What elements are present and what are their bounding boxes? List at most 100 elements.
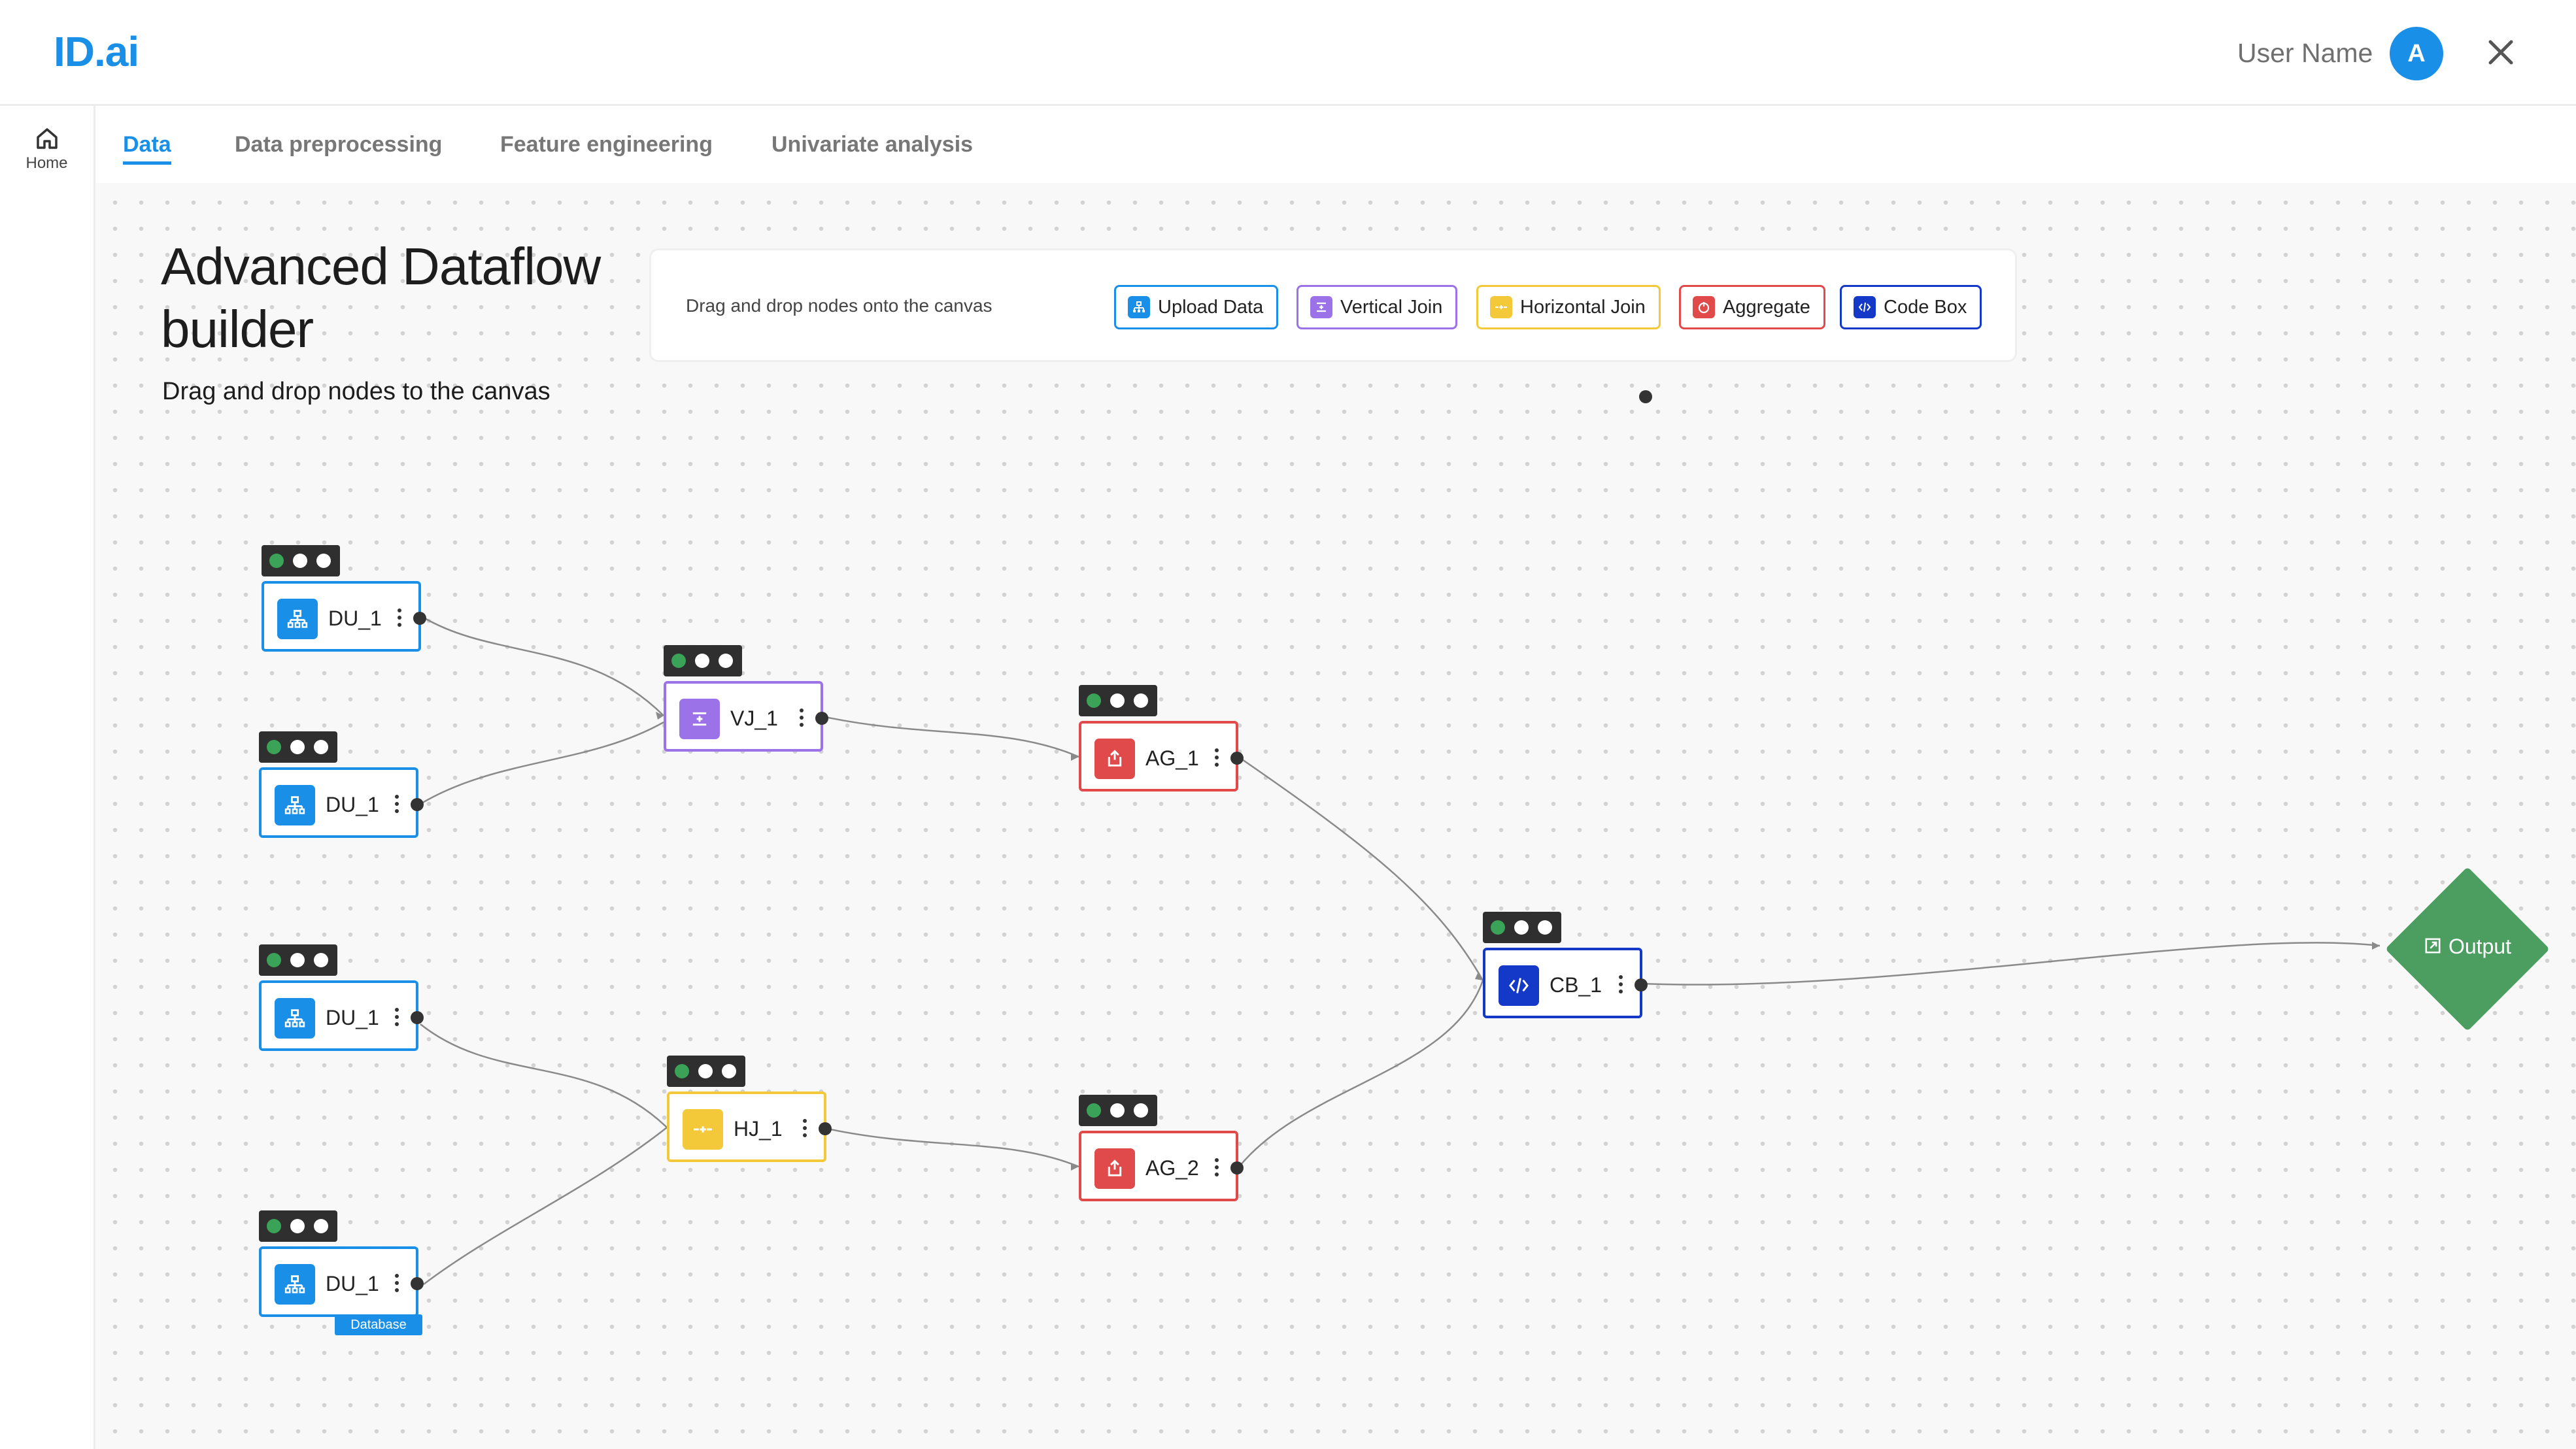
user-name[interactable]: User Name [2237, 38, 2373, 68]
output-port[interactable] [1230, 1161, 1244, 1174]
more-options-icon[interactable] [803, 1119, 808, 1140]
node-status-bar [259, 731, 337, 763]
database-badge: Database [335, 1314, 422, 1335]
node-label: VJ_1 [730, 707, 778, 730]
connection-handle[interactable] [1639, 390, 1652, 403]
vertical-join-icon [679, 699, 720, 739]
palette-upload-data[interactable]: Upload Data [1114, 285, 1279, 329]
palette-label: Aggregate [1723, 296, 1810, 318]
node-du1[interactable]: DU_1 [262, 581, 426, 652]
node-label: DU_1 [328, 607, 382, 630]
export-icon [2424, 936, 2442, 960]
output-port[interactable] [1230, 752, 1244, 765]
node-hj1[interactable]: HJ_1 [667, 1091, 832, 1162]
sidebar-item-label: Home [25, 154, 68, 172]
node-label: DU_1 [326, 1006, 379, 1029]
node-label: HJ_1 [734, 1117, 783, 1141]
sidebar: Home [0, 106, 95, 1449]
tab-data[interactable]: Data [123, 132, 171, 165]
status-dot [314, 740, 328, 754]
status-dot [314, 1219, 328, 1233]
status-dot [293, 554, 307, 568]
node-label: AG_1 [1145, 746, 1199, 770]
node-status-bar [664, 645, 742, 676]
output-text: Output [2448, 935, 2512, 958]
node-label: DU_1 [326, 1272, 379, 1295]
node-status-bar [1079, 685, 1157, 716]
palette-label: Vertical Join [1340, 296, 1443, 318]
upload-data-icon [277, 599, 318, 639]
output-label: Output [2385, 935, 2550, 960]
status-dot [1087, 1103, 1101, 1118]
output-port[interactable] [819, 1122, 832, 1135]
upload-data-icon [275, 1264, 315, 1305]
node-status-bar [1079, 1095, 1157, 1126]
status-dot [1538, 920, 1552, 935]
output-port[interactable] [411, 798, 424, 811]
node-label: DU_1 [326, 793, 379, 816]
more-options-icon[interactable] [395, 795, 400, 816]
status-dot [719, 654, 733, 668]
node-label: AG_2 [1145, 1156, 1199, 1180]
tab-univariate-analysis[interactable]: Univariate analysis [771, 132, 974, 157]
output-port[interactable] [411, 1011, 424, 1024]
node-du2[interactable]: DU_1 [259, 767, 424, 838]
home-icon [37, 128, 58, 149]
node-status-bar [262, 545, 340, 576]
output-port[interactable] [413, 612, 426, 625]
app-logo[interactable]: ID.ai [54, 28, 139, 75]
output-port[interactable] [1635, 978, 1648, 991]
close-icon[interactable] [2481, 33, 2520, 72]
status-dot [316, 554, 331, 568]
status-dot [722, 1064, 736, 1078]
output-port[interactable] [815, 712, 828, 725]
node-du3[interactable]: DU_1 [259, 980, 424, 1051]
status-dot [290, 1219, 305, 1233]
palette-hint: Drag and drop nodes onto the canvas [686, 295, 992, 316]
node-label: CB_1 [1550, 973, 1602, 997]
palette-vertical-join[interactable]: Vertical Join [1296, 285, 1458, 329]
status-dot [1087, 693, 1101, 708]
dataflow-canvas[interactable] [95, 183, 2576, 1449]
status-dot [1134, 693, 1148, 708]
status-dot [290, 953, 305, 967]
status-dot [675, 1064, 689, 1078]
more-options-icon[interactable] [398, 608, 403, 629]
more-options-icon[interactable] [395, 1008, 400, 1029]
node-du4[interactable]: DU_1 Database [259, 1246, 424, 1335]
avatar[interactable]: A [2390, 27, 2443, 80]
more-options-icon[interactable] [1215, 1158, 1220, 1179]
output-node[interactable]: Output [2385, 867, 2550, 1031]
status-dot [1110, 693, 1125, 708]
more-options-icon[interactable] [1215, 748, 1220, 769]
more-options-icon[interactable] [800, 708, 805, 729]
node-ag2[interactable]: AG_2 [1079, 1131, 1244, 1201]
node-status-bar [259, 1210, 337, 1242]
node-status-bar [667, 1056, 745, 1087]
more-options-icon[interactable] [395, 1274, 400, 1295]
palette-aggregate[interactable]: Aggregate [1679, 285, 1825, 329]
output-port[interactable] [411, 1277, 424, 1290]
tab-data-preprocessing[interactable]: Data preprocessing [235, 132, 443, 157]
tab-feature-engineering[interactable]: Feature engineering [500, 132, 713, 157]
aggregate-icon [1094, 1148, 1135, 1189]
node-status-bar [1483, 912, 1561, 943]
status-dot [267, 740, 281, 754]
status-dot [1110, 1103, 1125, 1118]
status-dot [269, 554, 284, 568]
status-dot [1491, 920, 1505, 935]
horizontal-join-icon [683, 1109, 723, 1150]
node-ag1[interactable]: AG_1 [1079, 721, 1244, 791]
upload-data-icon [1128, 296, 1150, 318]
node-cb1[interactable]: CB_1 [1483, 948, 1648, 1018]
upload-data-icon [275, 998, 315, 1039]
node-vj1[interactable]: VJ_1 [664, 681, 828, 752]
status-dot [671, 654, 686, 668]
status-dot [1134, 1103, 1148, 1118]
more-options-icon[interactable] [1619, 975, 1624, 996]
palette-horizontal-join[interactable]: Horizontal Join [1476, 285, 1661, 329]
code-box-icon [1499, 965, 1539, 1006]
palette-code-box[interactable]: Code Box [1840, 285, 1982, 329]
tab-bar: Data Data preprocessing Feature engineer… [95, 106, 2576, 183]
